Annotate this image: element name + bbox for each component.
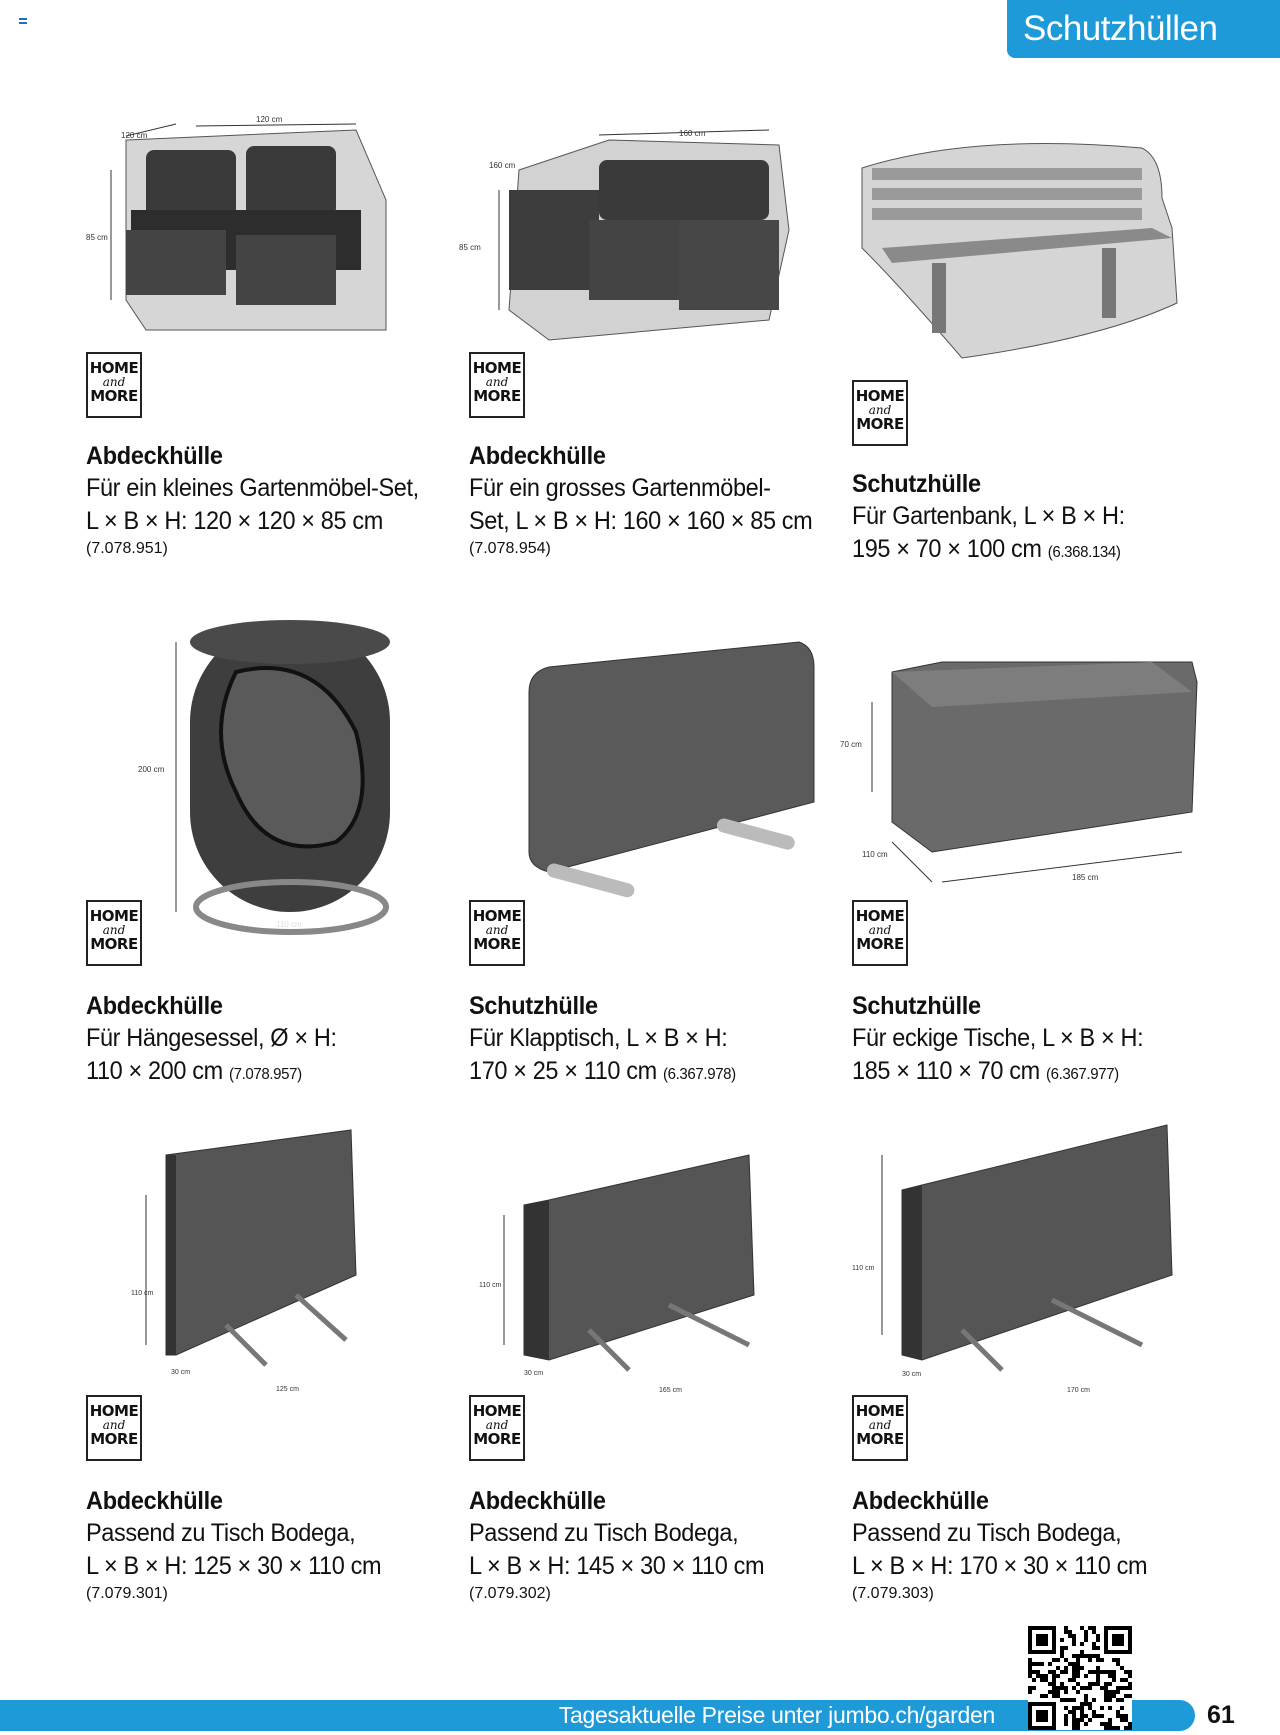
product-dimensions: L × B × H: 120 × 120 × 85 cm [86, 507, 383, 535]
product-title: Abdeckhülle [469, 1487, 606, 1515]
product-description: Passend zu Tisch Bodega, [469, 1519, 739, 1547]
article-number: (6.367.977) [1046, 1066, 1119, 1083]
product-dimensions: 185 × 110 × 70 cm [852, 1057, 1040, 1085]
article-number: (6.368.134) [1047, 544, 1121, 561]
product-image-folding-table [469, 612, 839, 912]
product-image-lounge-small: 85 cm 120 cm 120 cm [86, 110, 456, 350]
article-number: (6.367.978) [663, 1066, 736, 1083]
article-number: (7.079.301) [86, 1585, 168, 1602]
product-image-bodega-cover-125: 110 cm 30 cm 125 cm [86, 1115, 456, 1405]
article-number: (7.078.957) [228, 1066, 302, 1083]
dimension-label: 185 cm [1072, 873, 1099, 882]
dimension-label: 30 cm [902, 1371, 921, 1378]
product-dimensions: 110 × 200 cm [86, 1057, 223, 1085]
dimension-label: 160 cm [679, 129, 706, 138]
product-description: Für ein grosses Gartenmöbel- [469, 474, 771, 502]
dimension-label: 200 cm [138, 765, 165, 774]
product-description: Für Klapptisch, L × B × H: [469, 1024, 728, 1052]
product-dimensions: Set, L × B × H: 160 × 160 × 85 cm [469, 507, 813, 535]
dimension-label: 110 cm [852, 1265, 875, 1272]
product-image-bodega-cover-170: 110 cm 30 cm 170 cm [852, 1115, 1222, 1405]
product-image-garden-bench [852, 138, 1222, 378]
section-title: Schutzhüllen [1023, 9, 1218, 48]
product-description: Passend zu Tisch Bodega, [86, 1519, 356, 1547]
dimension-label: 110 cm [276, 920, 302, 929]
product-title: Schutzhülle [852, 470, 981, 498]
product-description: Für Gartenbank, L × B × H: [852, 502, 1125, 530]
product-dimensions: L × B × H: 125 × 30 × 110 cm [86, 1552, 382, 1580]
product-title: Schutzhülle [469, 992, 598, 1020]
article-number: (7.078.954) [469, 540, 551, 557]
product-title: Abdeckhülle [469, 442, 606, 470]
footer-bar [0, 1700, 1195, 1731]
dimension-label: 85 cm [459, 243, 481, 252]
product-image-rectangular-table: 70 cm 110 cm 185 cm [840, 612, 1222, 912]
product-dimensions: L × B × H: 145 × 30 × 110 cm [469, 1552, 765, 1580]
dimension-label: 110 cm [862, 850, 888, 859]
product-description: Für ein kleines Gartenmöbel-Set, [86, 474, 419, 502]
page-number: 61 [1207, 1701, 1235, 1729]
product-title: Abdeckhülle [86, 442, 223, 470]
dimension-label: 70 cm [840, 740, 862, 749]
dimension-label: 120 cm [121, 131, 148, 140]
product-dimensions: L × B × H: 170 × 30 × 110 cm [852, 1552, 1148, 1580]
page-marker [19, 18, 27, 26]
dimension-label: 110 cm [131, 1290, 154, 1297]
product-image-hanging-chair: 200 cm 110 cm [86, 612, 456, 942]
product-image-bodega-cover-145: 110 cm 30 cm 165 cm [469, 1115, 839, 1405]
dimension-label: 165 cm [659, 1387, 682, 1394]
product-dimensions: 170 × 25 × 110 cm [469, 1057, 657, 1085]
product-title: Abdeckhülle [852, 1487, 989, 1515]
dimension-label: 85 cm [86, 233, 108, 242]
qr-code-icon[interactable] [1028, 1626, 1132, 1730]
product-title: Abdeckhülle [86, 1487, 223, 1515]
product-description: Für eckige Tische, L × B × H: [852, 1024, 1144, 1052]
article-number: (7.079.302) [469, 1585, 551, 1602]
product-dimensions: 195 × 70 × 100 cm [852, 535, 1042, 563]
dimension-label: 110 cm [479, 1282, 502, 1289]
product-image-lounge-large: 85 cm 160 cm 160 cm [459, 110, 839, 360]
dimension-label: 125 cm [276, 1386, 299, 1393]
product-title: Abdeckhülle [86, 992, 223, 1020]
dimension-label: 120 cm [256, 115, 283, 124]
product-description: Passend zu Tisch Bodega, [852, 1519, 1122, 1547]
footer-link-text[interactable]: Tagesaktuelle Preise unter jumbo.ch/gard… [558, 1702, 995, 1728]
article-number: (7.079.303) [852, 1585, 934, 1602]
dimension-label: 30 cm [171, 1369, 190, 1376]
article-number: (7.078.951) [86, 540, 168, 557]
product-title: Schutzhülle [852, 992, 981, 1020]
section-header: Schutzhüllen [1007, 0, 1280, 58]
product-description: Für Hängesessel, Ø × H: [86, 1024, 337, 1052]
dimension-label: 170 cm [1067, 1387, 1090, 1394]
dimension-label: 160 cm [489, 161, 516, 170]
dimension-label: 30 cm [524, 1370, 543, 1377]
